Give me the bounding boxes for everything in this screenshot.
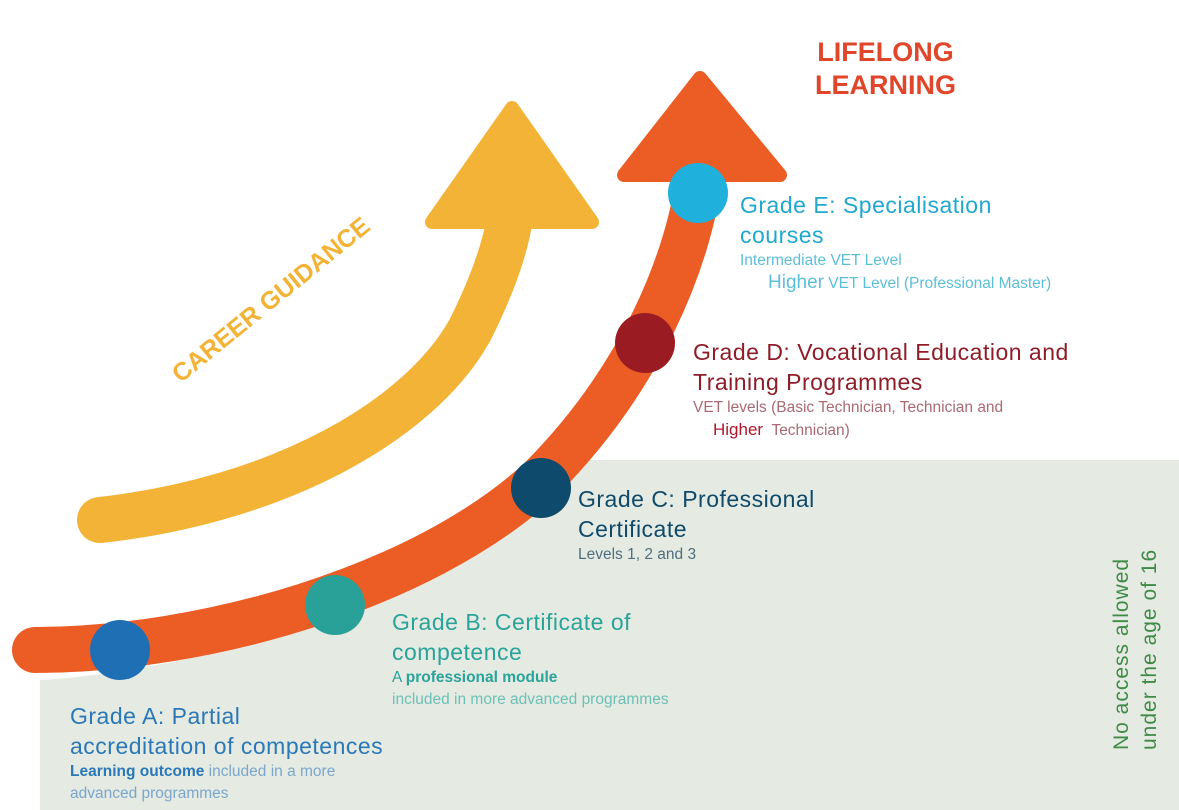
grade-a-marker <box>90 620 150 680</box>
grade-d-higher: Higher <box>713 420 764 439</box>
grade-c-text: Grade C: Professional Certificate Levels… <box>578 484 815 566</box>
age-restriction-note: No access allowed under the age of 16 <box>1108 549 1164 750</box>
lifelong-learning-arrowhead <box>617 71 787 182</box>
grade-d-marker <box>615 313 675 373</box>
grade-e-sub-1: Intermediate VET Level <box>740 252 902 269</box>
grade-c-title-2: Certificate <box>578 516 688 542</box>
age-note-line-1: No access allowed <box>1110 557 1133 750</box>
grade-e-marker <box>668 163 728 223</box>
grade-c-marker <box>511 458 571 518</box>
grade-c-sub: Levels 1, 2 and 3 <box>578 546 697 563</box>
grade-d-title-2: Training Programmes <box>693 369 923 395</box>
grade-b-title: Grade B: Certificate of <box>392 609 632 635</box>
grade-a-sub-2: advanced programmes <box>70 785 229 802</box>
grade-e-title: Grade E: Specialisation <box>740 192 992 218</box>
lifelong-learning-title: LIFELONG LEARNING <box>815 36 956 102</box>
grade-b-sub-1: A professional module <box>392 667 669 689</box>
grade-d-sub-1: VET levels (Basic Technician, Technician… <box>693 399 1004 416</box>
grade-b-marker <box>305 575 365 635</box>
age-note-line-2: under the age of 16 <box>1138 548 1161 750</box>
grade-e-sub-2: Higher VET Level (Professional Master) <box>740 272 1051 295</box>
title-line-2: LEARNING <box>815 70 956 100</box>
grade-b-sub-2: included in more advanced programmes <box>392 691 669 708</box>
grade-b-text: Grade B: Certificate of competence A pro… <box>392 607 669 711</box>
career-guidance-arrowhead <box>425 101 599 229</box>
career-guidance-arrow <box>77 177 535 543</box>
grade-e-title-2: courses <box>740 222 825 248</box>
grade-d-sub-rest: Technician) <box>771 422 850 439</box>
grade-a-text: Grade A: Partial accreditation of compet… <box>70 701 383 805</box>
grade-d-title: Grade D: Vocational Education and <box>693 339 1069 365</box>
title-line-1: LIFELONG <box>817 37 954 67</box>
grade-e-higher: Higher <box>768 272 824 293</box>
grade-b-title-2: competence <box>392 639 523 665</box>
grade-a-sub-1: Learning outcome included in a more <box>70 761 383 783</box>
grade-a-title-2: accreditation of competences <box>70 733 384 759</box>
grade-a-title: Grade A: Partial <box>70 703 241 729</box>
grade-b-prefix: A <box>392 669 406 686</box>
grade-a-sub-rest: included in a more <box>204 763 336 780</box>
grade-e-sub-rest: VET Level (Professional Master) <box>828 275 1052 292</box>
age-restriction-panel <box>40 460 1179 810</box>
grade-e-text: Grade E: Specialisation courses Intermed… <box>740 190 1051 295</box>
grade-d-sub-2: Higher Technician) <box>693 419 1069 442</box>
grade-b-bold: professional module <box>405 669 558 686</box>
grade-d-text: Grade D: Vocational Education and Traini… <box>693 337 1069 442</box>
grade-a-bold: Learning outcome <box>70 763 205 780</box>
grade-c-title: Grade C: Professional <box>578 486 815 512</box>
